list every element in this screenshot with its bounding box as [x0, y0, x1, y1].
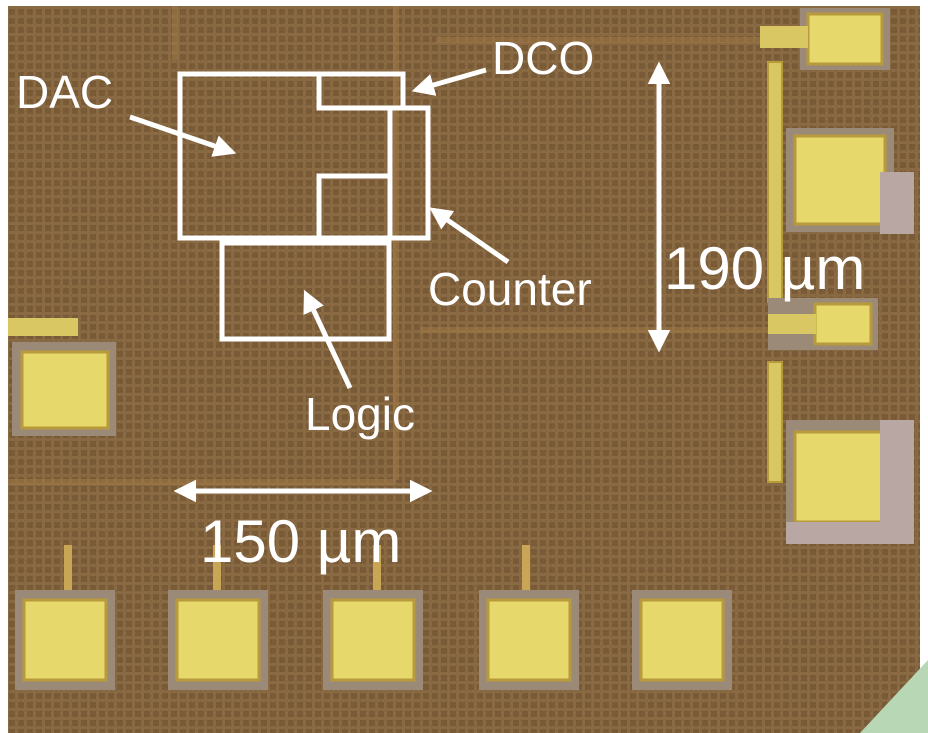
logic-block-outline [219, 240, 392, 342]
counter-arrow [429, 207, 510, 265]
logic-label: Logic [305, 388, 415, 440]
bond-pad-left [8, 318, 116, 436]
logic-arrow [303, 289, 353, 390]
bond-pads-bottom [15, 545, 732, 690]
dac-arrow [129, 114, 237, 157]
bond-pads-right [760, 8, 914, 544]
annotation-arrows [129, 61, 671, 503]
dco-block-outline [319, 71, 406, 111]
height-scale-label: 190 µm [664, 235, 865, 302]
counter-block-outline [316, 108, 393, 241]
block-outlines [177, 71, 431, 342]
dac-label: DAC [16, 66, 113, 118]
dco-arrow [411, 67, 487, 96]
width-scale-label: 150 µm [200, 508, 401, 575]
counter-label: Counter [428, 263, 592, 315]
dco-label: DCO [492, 32, 594, 84]
die-corner [860, 660, 928, 733]
